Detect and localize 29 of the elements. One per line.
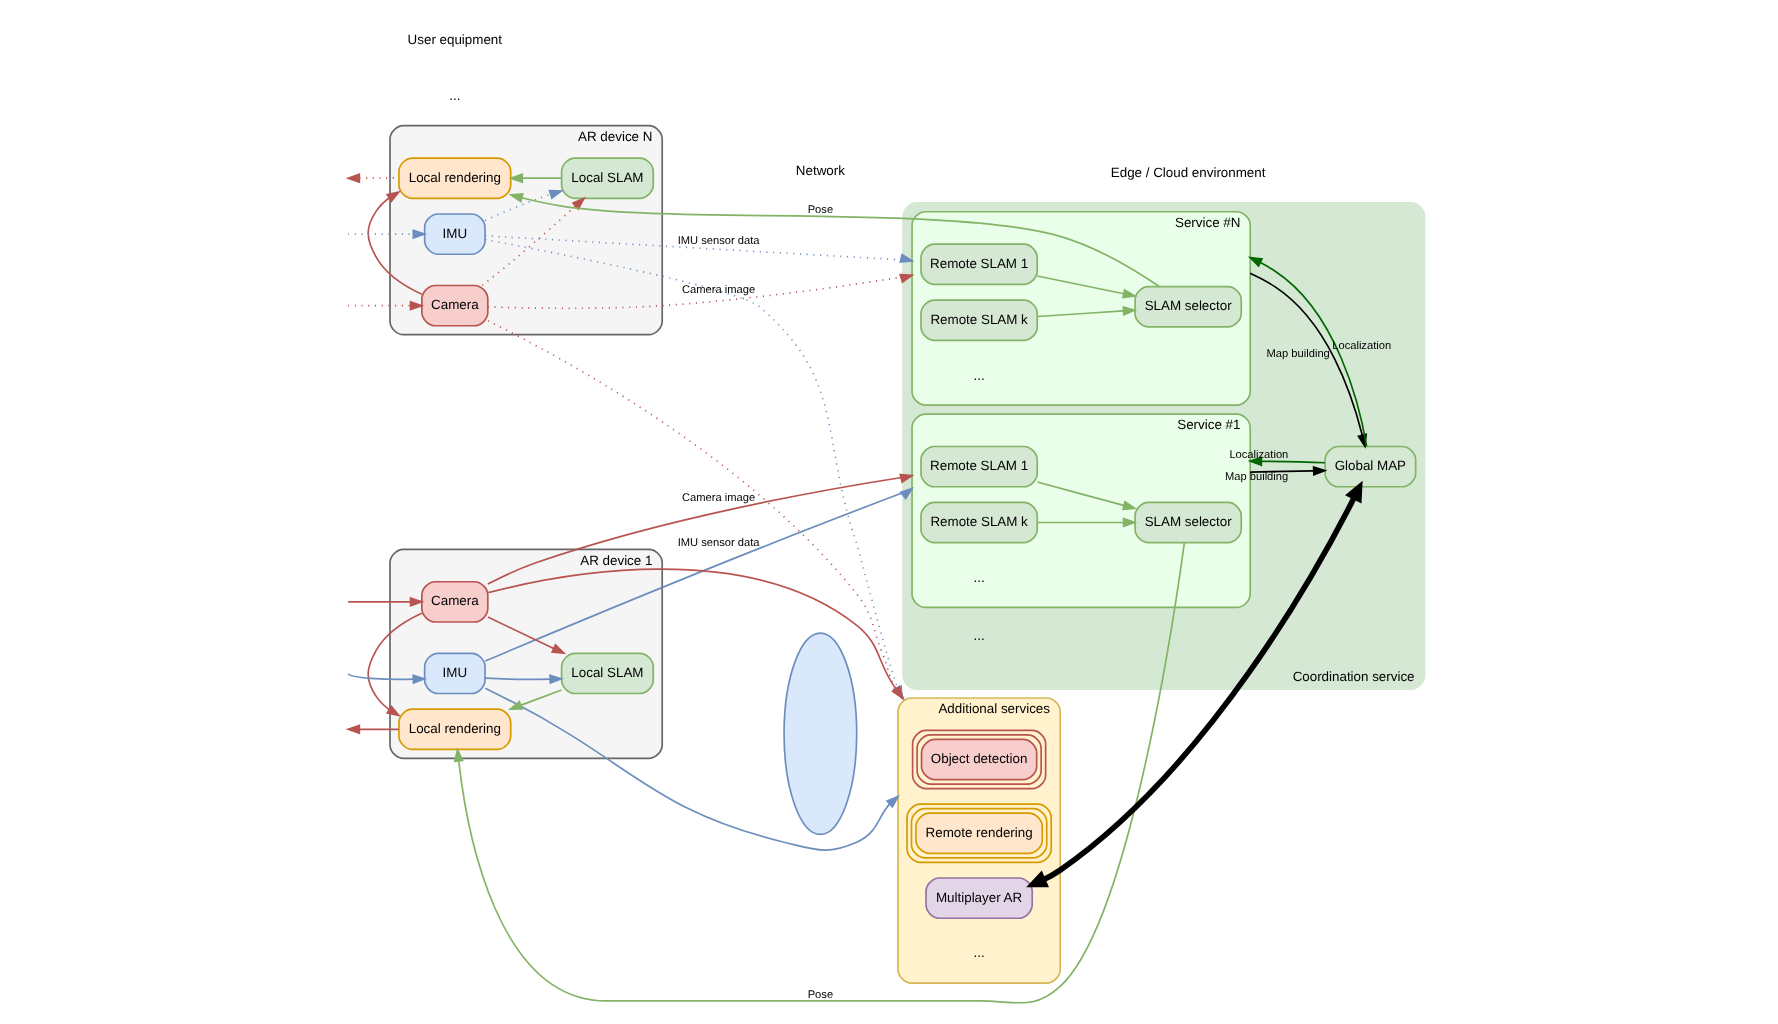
arrow (483, 674, 563, 685)
arrow (366, 190, 422, 295)
arrow (346, 229, 427, 240)
arrow (344, 173, 399, 184)
arrow (344, 724, 399, 735)
arrow (486, 473, 914, 585)
arrow (507, 173, 562, 184)
arrow (486, 273, 914, 310)
arrow (480, 196, 585, 287)
arrow (483, 687, 899, 851)
arrow (346, 596, 424, 607)
arrow (483, 486, 914, 662)
arrow (1025, 480, 1362, 888)
arrow (452, 541, 1185, 1004)
arrow (366, 612, 422, 717)
arrow (483, 189, 563, 222)
arrow (346, 300, 424, 311)
arrow (506, 689, 562, 710)
arrow (483, 234, 914, 264)
arrow (1035, 481, 1137, 511)
arrow (1248, 465, 1327, 476)
arrow (1035, 305, 1137, 318)
arrow (346, 672, 427, 685)
arrow (507, 193, 1159, 288)
node-cloud (782, 632, 857, 836)
arrow (1246, 456, 1325, 467)
arrow (1035, 517, 1137, 528)
arrow (1035, 275, 1137, 299)
arrow (486, 616, 566, 655)
